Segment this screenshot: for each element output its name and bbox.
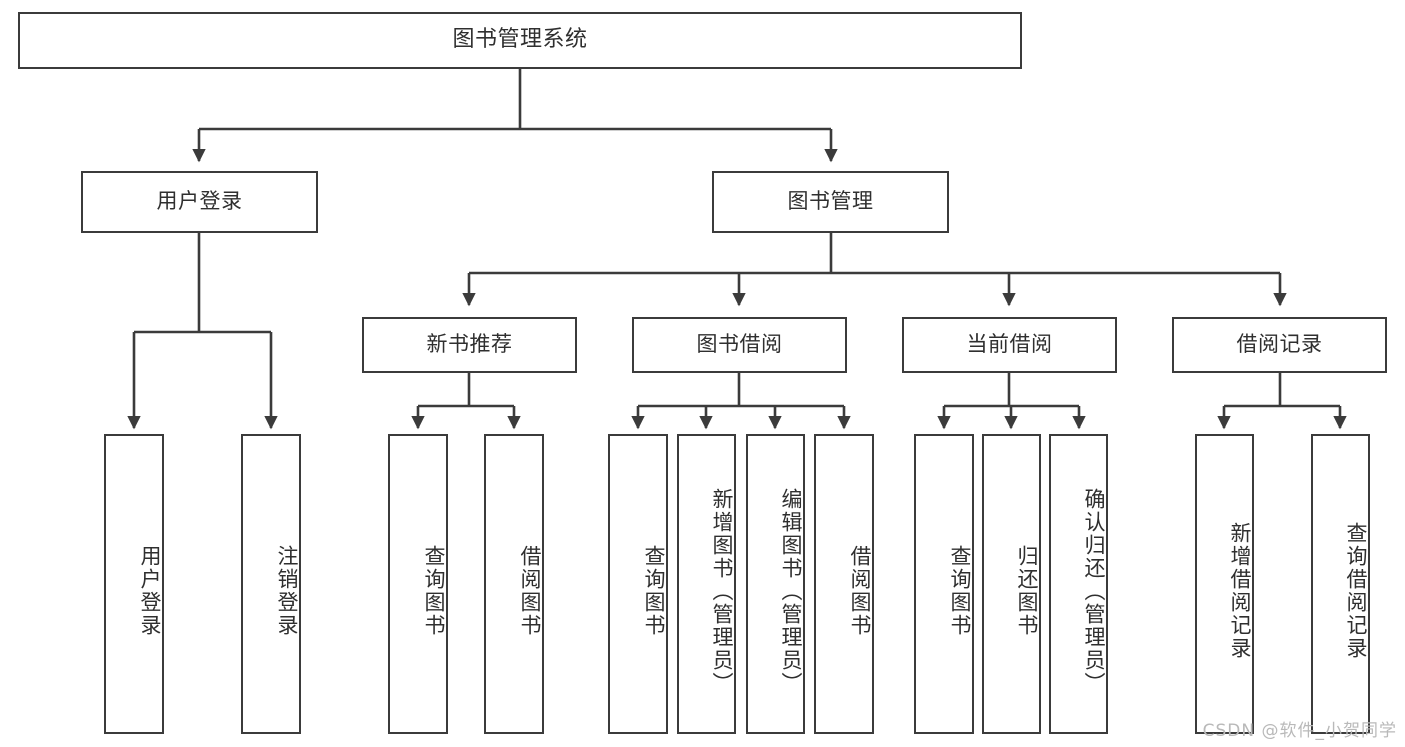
leaf-user-login-logout[interactable]: 注销登录 [241,434,301,734]
node-book-management[interactable]: 图书管理 [712,171,949,233]
leaf-book-borrow-add[interactable]: 新增图书（管理员） [677,434,736,734]
leaf-label: 新增借阅记录 [1228,522,1252,660]
node-current-borrow[interactable]: 当前借阅 [902,317,1117,373]
leaf-book-borrow-edit[interactable]: 编辑图书（管理员） [746,434,805,734]
leaf-current-borrow-query[interactable]: 查询图书 [914,434,974,734]
leaf-label: 查询图书 [948,545,972,637]
leaf-book-borrow-lend[interactable]: 借阅图书 [814,434,874,734]
leaf-label: 归还图书 [1015,545,1039,637]
node-user-login[interactable]: 用户登录 [81,171,318,233]
leaf-current-borrow-return[interactable]: 归还图书 [982,434,1041,734]
node-new-book-recommend[interactable]: 新书推荐 [362,317,577,373]
leaf-label: 用户登录 [138,545,162,637]
leaf-label: 确认归还（管理员） [1082,487,1106,695]
leaf-new-book-query[interactable]: 查询图书 [388,434,448,734]
leaf-label: 查询借阅记录 [1344,522,1368,660]
node-root-system[interactable]: 图书管理系统 [18,12,1022,69]
leaf-book-borrow-query[interactable]: 查询图书 [608,434,668,734]
node-borrow-record[interactable]: 借阅记录 [1172,317,1387,373]
leaf-borrow-record-query[interactable]: 查询借阅记录 [1311,434,1370,734]
leaf-label: 查询图书 [642,545,666,637]
leaf-label: 注销登录 [275,545,299,637]
leaf-label: 查询图书 [422,545,446,637]
leaf-user-login-signin[interactable]: 用户登录 [104,434,164,734]
leaf-label: 编辑图书（管理员） [779,487,803,695]
node-book-borrow[interactable]: 图书借阅 [632,317,847,373]
leaf-current-borrow-confirm[interactable]: 确认归还（管理员） [1049,434,1108,734]
leaf-label: 新增图书（管理员） [710,487,734,695]
leaf-label: 借阅图书 [518,545,542,637]
leaf-borrow-record-add[interactable]: 新增借阅记录 [1195,434,1254,734]
leaf-label: 借阅图书 [848,545,872,637]
csdn-watermark: CSDN @软件_小贺同学 [1202,721,1397,741]
leaf-new-book-borrow[interactable]: 借阅图书 [484,434,544,734]
